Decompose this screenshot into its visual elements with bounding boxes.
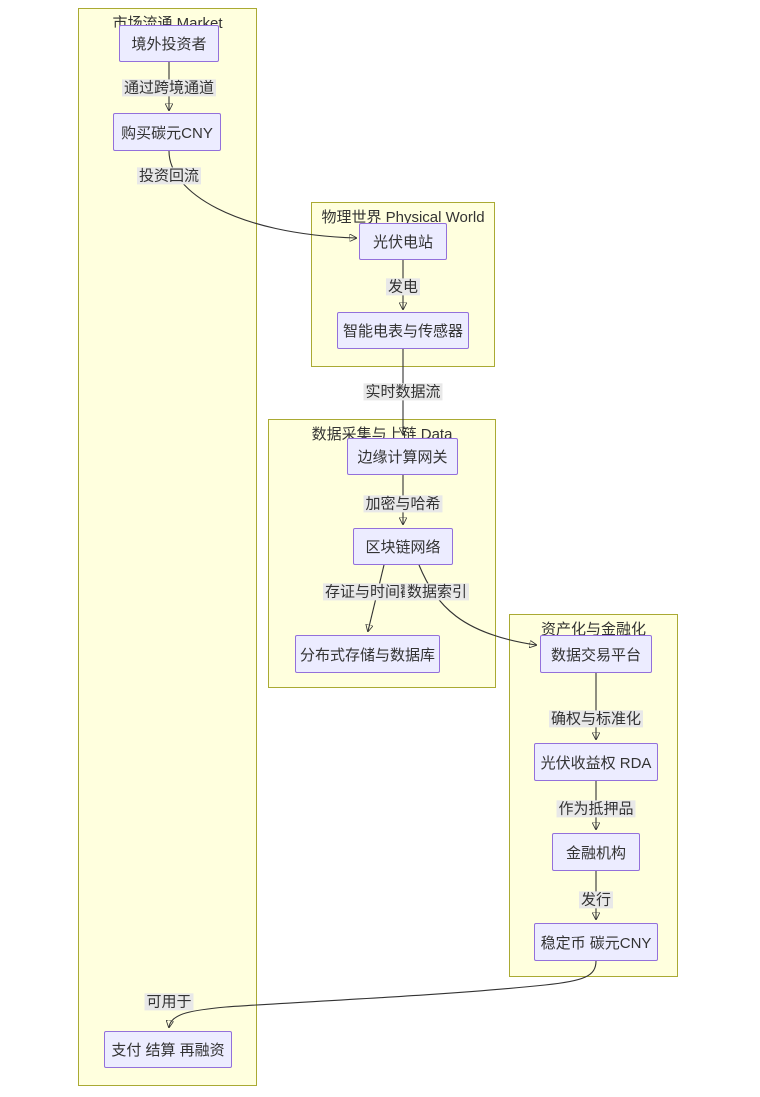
edge-label-cross-border-channel: 通过跨境通道 bbox=[121, 79, 217, 97]
node-blockchain-network: 区块链网络 bbox=[353, 528, 453, 565]
node-foreign-investor: 境外投资者 bbox=[119, 25, 219, 62]
edge-label-usable-for: 可用于 bbox=[144, 993, 194, 1011]
edge-label-notarize-timestamp: 存证与时间戳 bbox=[322, 583, 418, 601]
edge-stablecoin-to-payment bbox=[169, 960, 597, 1027]
node-smart-meter-sensors: 智能电表与传感器 bbox=[337, 312, 469, 349]
edge-blockchain-to-tradingplatform bbox=[418, 564, 536, 645]
node-edge-computing-gateway: 边缘计算网关 bbox=[347, 438, 458, 475]
node-buy-carbon-cny: 购买碳元CNY bbox=[113, 113, 221, 151]
container-market: 市场流通 Market bbox=[78, 8, 257, 1086]
node-pv-revenue-rights-rda: 光伏收益权 RDA bbox=[534, 743, 658, 781]
edge-label-as-collateral: 作为抵押品 bbox=[556, 800, 636, 818]
edge-label-data-index: 数据索引 bbox=[404, 583, 470, 601]
node-data-trading-platform: 数据交易平台 bbox=[540, 635, 652, 673]
edge-label-rights-standardization: 确权与标准化 bbox=[548, 710, 644, 728]
node-distributed-storage-db: 分布式存储与数据库 bbox=[295, 635, 440, 673]
edge-label-generation: 发电 bbox=[385, 278, 421, 296]
container-finance-title: 资产化与金融化 bbox=[540, 621, 646, 638]
node-stablecoin-carbon-cny: 稳定币 碳元CNY bbox=[534, 923, 658, 961]
node-financial-institution: 金融机构 bbox=[552, 833, 640, 871]
container-physical-world-title: 物理世界 Physical World bbox=[321, 209, 485, 226]
edge-label-investment-return: 投资回流 bbox=[136, 167, 202, 185]
node-pv-station: 光伏电站 bbox=[359, 223, 447, 260]
edge-buycny-to-pvstation bbox=[168, 150, 356, 238]
node-payment-settlement-refinancing: 支付 结算 再融资 bbox=[104, 1031, 232, 1068]
edge-label-realtime-data-stream: 实时数据流 bbox=[363, 383, 443, 401]
edge-label-issuance: 发行 bbox=[578, 891, 614, 909]
edge-label-encrypt-hash: 加密与哈希 bbox=[363, 495, 443, 513]
